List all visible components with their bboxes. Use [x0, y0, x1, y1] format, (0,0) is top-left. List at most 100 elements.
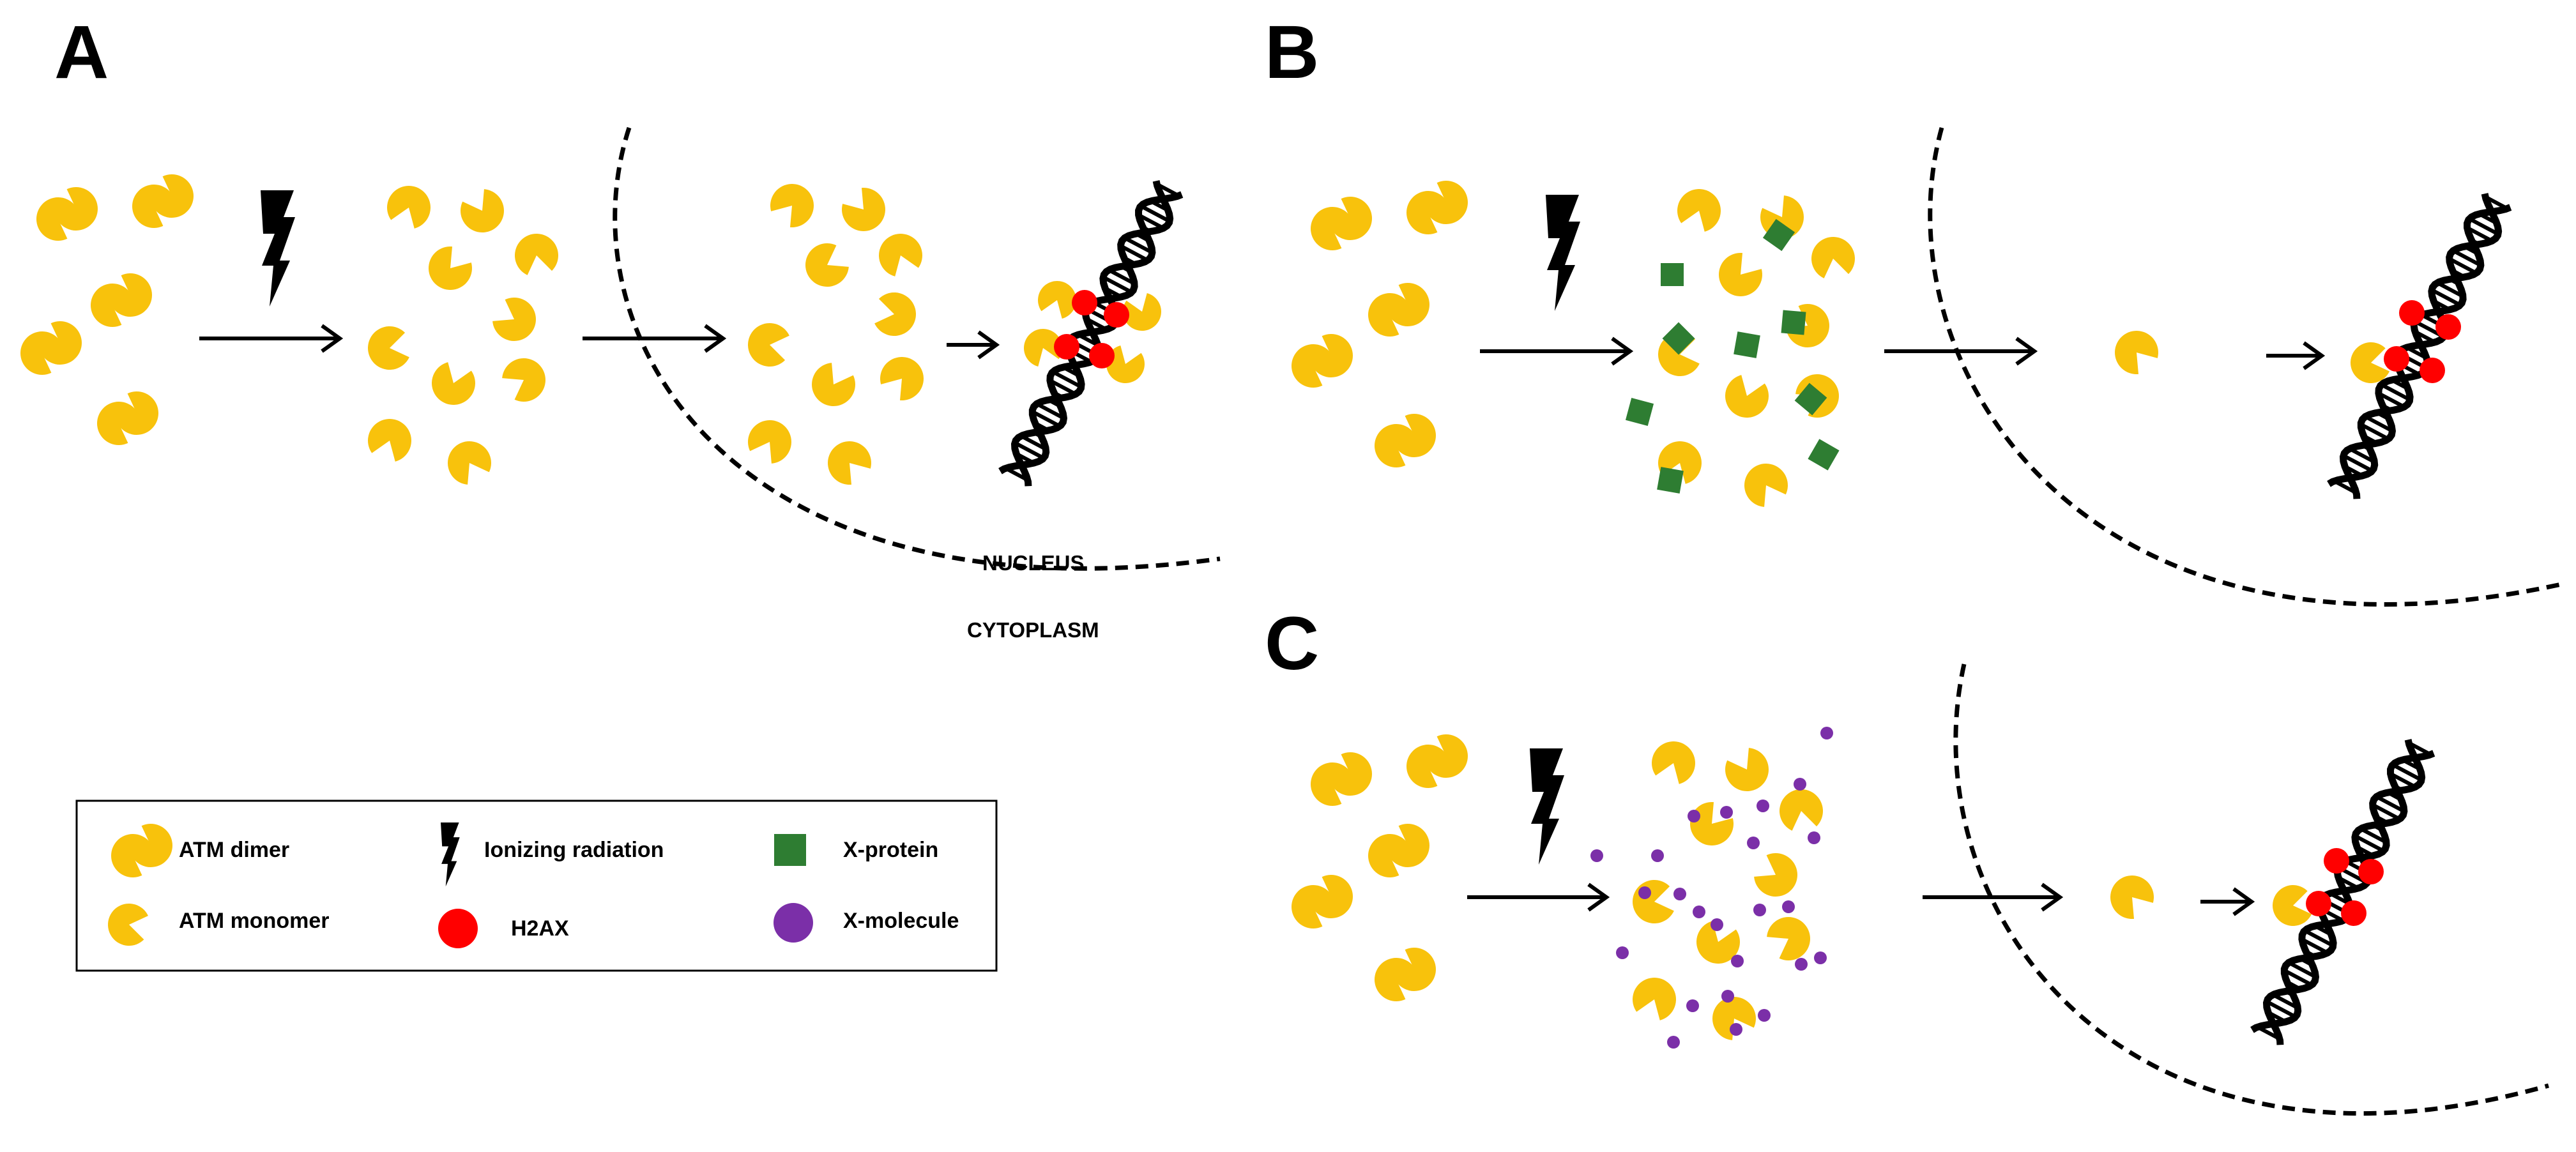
- legend-label-h2ax: H2AX: [511, 916, 569, 941]
- dna-base-pair: [2303, 928, 2335, 948]
- panel-label-a: A: [54, 10, 109, 95]
- h2ax-dot-icon: [2384, 346, 2409, 372]
- atm-dimer-icon: [1360, 277, 1438, 343]
- x-molecule-dot-icon: [1673, 888, 1686, 900]
- dna-base-pair: [2377, 391, 2405, 409]
- atm-dimer-icon: [89, 385, 167, 451]
- atm-monomer-icon: [835, 181, 894, 240]
- x-molecule-dot-icon: [1651, 849, 1664, 862]
- dna-base-pair: [1120, 244, 1149, 262]
- atm-monomer-icon: [1672, 183, 1727, 235]
- dna-base-pair: [2391, 762, 2423, 782]
- atm-monomer-icon: [2106, 322, 2165, 381]
- arrow-right-icon: [1467, 883, 1610, 912]
- legend-label-atm-dimer: ATM dimer: [179, 838, 289, 862]
- legend-frame: [75, 800, 998, 972]
- atm-monomer-icon: [873, 227, 927, 280]
- arrow-head: [1587, 883, 1610, 912]
- atm-monomer-icon: [1762, 909, 1818, 967]
- dna-base-pair: [2301, 937, 2329, 955]
- h2ax-dot-icon: [2358, 859, 2384, 884]
- dna-base-pair: [1108, 268, 1136, 285]
- dna-base-pair: [1102, 275, 1133, 294]
- dna-base-pair: [1139, 204, 1171, 224]
- h2ax-dot-icon: [2399, 300, 2425, 326]
- dna-base-pair: [2283, 968, 2313, 987]
- atm-monomer-icon: [1736, 455, 1794, 512]
- atm-monomer-icon: [804, 358, 862, 414]
- arrow-right-icon: [199, 324, 344, 353]
- dna-base-pair: [2448, 257, 2478, 275]
- atm-monomer-icon: [873, 289, 920, 340]
- h2ax-dot-icon: [2306, 891, 2331, 916]
- x-molecule-dot-icon: [1808, 831, 1820, 844]
- lightning-bolt-icon: [441, 822, 460, 887]
- arrow-head: [704, 324, 727, 353]
- atm-monomer-icon: [511, 230, 561, 277]
- atm-dimer-icon: [1398, 728, 1476, 794]
- h2ax-dot-icon: [1054, 334, 1079, 360]
- h2ax-dot-icon: [2324, 848, 2349, 874]
- arrow-right-icon: [583, 324, 727, 353]
- x-molecule-dot-icon: [1757, 800, 1769, 812]
- dna-base-pair: [2436, 281, 2464, 298]
- dna-base-pair: [2354, 834, 2385, 853]
- atm-monomer-icon: [1629, 877, 1676, 927]
- dna-base-pair: [2430, 288, 2462, 307]
- h2ax-dot-icon: [2420, 358, 2445, 383]
- atm-dimer-icon: [1366, 941, 1444, 1008]
- x-protein-square-icon: [1734, 331, 1760, 358]
- x-molecule-dot-icon: [1711, 918, 1723, 931]
- arrow-head: [2041, 883, 2064, 912]
- x-molecule-dot-icon: [1753, 904, 1766, 916]
- arrow-head: [2303, 341, 2326, 370]
- nucleus-boundary-a: [613, 126, 1221, 571]
- nucleus-label: NUCLEUS: [982, 551, 1085, 575]
- diagram-glyphs: [12, 168, 2512, 1049]
- atm-monomer-icon: [454, 184, 512, 241]
- atm-monomer-icon: [1719, 372, 1774, 424]
- dna-base-pair: [2452, 248, 2482, 268]
- atm-monomer-icon: [425, 359, 480, 411]
- atm-monomer-icon: [1719, 743, 1777, 800]
- dna-strand: [2339, 193, 2503, 499]
- dna-helix-icon: [2327, 193, 2512, 499]
- dna-base-pair: [1049, 379, 1077, 396]
- h2ax-dot-icon: [438, 909, 478, 948]
- dna-base-pair: [1031, 409, 1061, 428]
- legend-label-x-molecule: X-molecule: [843, 909, 959, 933]
- atm-monomer-icon: [1776, 785, 1826, 833]
- atm-dimer-icon: [28, 181, 106, 247]
- lightning-bolt-icon: [1546, 195, 1580, 311]
- arrow-right-icon: [2200, 887, 2255, 916]
- atm-monomer-icon: [1749, 847, 1806, 905]
- x-molecule-dot-icon: [1747, 837, 1760, 849]
- arrow-head: [977, 330, 1000, 360]
- dna-base-pair: [1035, 402, 1065, 420]
- atm-monomer-icon: [382, 179, 437, 232]
- x-molecule-dot-icon: [1814, 951, 1827, 964]
- arrow-right-icon: [947, 330, 1000, 360]
- arrow-head: [321, 324, 344, 353]
- legend-label-x-protein: X-protein: [843, 838, 938, 862]
- nucleus-boundary-b: [1928, 127, 2562, 607]
- atm-dimer-icon: [1283, 868, 1361, 935]
- atm-monomer-icon: [819, 432, 878, 491]
- x-protein-square-icon: [1794, 383, 1827, 416]
- legend-label-atm-monomer: ATM monomer: [179, 909, 329, 933]
- atm-monomer-icon: [764, 175, 823, 234]
- x-molecule-dot-icon: [1616, 946, 1629, 959]
- dna-base-pair: [2287, 960, 2317, 979]
- x-molecule-dot-icon: [1590, 849, 1603, 862]
- nucleus-boundary-c: [1953, 663, 2549, 1116]
- atm-monomer-icon: [1710, 246, 1769, 305]
- x-molecule-dot-icon: [774, 903, 813, 943]
- atm-monomer-icon: [742, 412, 800, 469]
- atm-dimer-icon: [1398, 174, 1476, 241]
- x-protein-square-icon: [1657, 467, 1684, 494]
- h2ax-dot-icon: [1072, 290, 1097, 315]
- dna-base-pair: [2359, 827, 2388, 844]
- atm-dimer-icon: [124, 168, 202, 234]
